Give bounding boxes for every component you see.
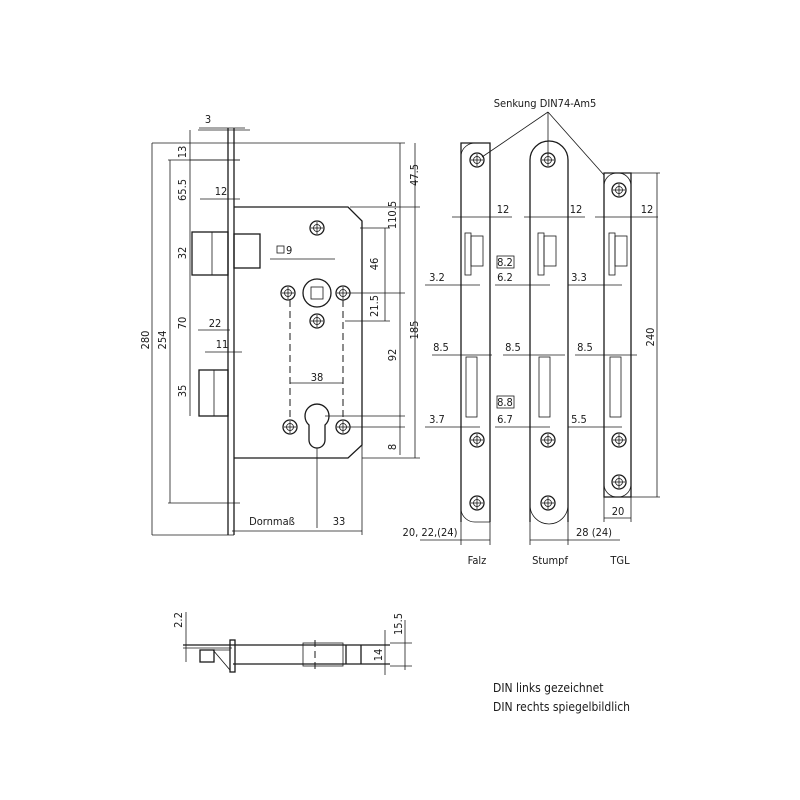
dim-12: 12 xyxy=(215,185,228,198)
side-view: 2.2 15.5 14 xyxy=(172,612,412,675)
dim-70: 70 xyxy=(176,317,189,330)
dim-falz-width: 20, 22,(24) xyxy=(403,526,458,539)
dim-12-stumpf: 12 xyxy=(570,203,583,216)
countersink-label: Senkung DIN74-Am5 xyxy=(494,97,597,110)
dim-35: 35 xyxy=(176,385,189,398)
label-falz: Falz xyxy=(468,554,487,567)
dim-12-falz: 12 xyxy=(497,203,510,216)
dim-110-5: 110.5 xyxy=(386,201,399,229)
spindle-hub xyxy=(302,278,332,308)
dim-5-5: 5.5 xyxy=(571,413,587,426)
dim-3-3: 3.3 xyxy=(571,271,587,284)
dim-8-2-boxed: 8.2 xyxy=(497,256,513,269)
dim-6-7: 6.7 xyxy=(497,413,513,426)
dim-240: 240 xyxy=(644,328,657,347)
dim-9: 9 xyxy=(286,244,292,257)
label-stumpf: Stumpf xyxy=(532,554,568,567)
strike-plates: Senkung DIN74-Am5 12 12 12 8.2 6.2 3.2 3… xyxy=(403,97,660,567)
cylinder-cutout xyxy=(304,403,330,449)
latch-bolt xyxy=(191,231,229,276)
dim-6-2: 6.2 xyxy=(497,271,513,284)
dim-22: 22 xyxy=(209,317,222,330)
label-tgl: TGL xyxy=(609,554,630,567)
dim-3-7: 3.7 xyxy=(429,413,445,426)
dim-8-5-stumpf: 8.5 xyxy=(505,341,521,354)
note-din-right: DIN rechts spiegelbildlich xyxy=(493,700,630,714)
dim-11: 11 xyxy=(216,338,229,351)
dim-65-5: 65.5 xyxy=(176,179,189,201)
dim-46: 46 xyxy=(368,258,381,271)
lock-case xyxy=(234,206,363,459)
dim-14: 14 xyxy=(372,649,385,662)
strike-plate-stumpf xyxy=(529,140,569,522)
dim-280: 280 xyxy=(139,331,152,350)
dim-15-5: 15.5 xyxy=(392,613,405,635)
dim-8-5-tgl: 8.5 xyxy=(577,341,593,354)
dim-12-tgl: 12 xyxy=(641,203,654,216)
dim-13: 13 xyxy=(176,146,189,159)
dim-8-8-boxed: 8.8 xyxy=(497,396,513,409)
dead-bolt xyxy=(198,369,229,417)
dim-3-2: 3.2 xyxy=(429,271,445,284)
square-symbol-icon xyxy=(276,245,285,254)
dim-254: 254 xyxy=(156,331,169,350)
dim-8-5-falz: 8.5 xyxy=(433,341,449,354)
dim-stumpf-width: 28 (24) xyxy=(576,526,612,539)
dim-38: 38 xyxy=(311,371,324,384)
front-view: 3 13 65.5 12 32 70 22 11 35 280 254 9 46… xyxy=(139,113,421,536)
dim-3: 3 xyxy=(205,113,211,126)
spindle-square xyxy=(310,286,324,300)
dim-32: 32 xyxy=(176,247,189,260)
dim-2-2: 2.2 xyxy=(172,612,185,628)
dim-8: 8 xyxy=(386,444,399,450)
dim-33: 33 xyxy=(333,515,346,528)
dim-20: 20 xyxy=(612,505,625,518)
dim-92: 92 xyxy=(386,349,399,362)
strike-plate-tgl xyxy=(603,172,632,498)
dim-21-5: 21.5 xyxy=(368,295,381,317)
dim-47-5: 47.5 xyxy=(408,164,421,186)
strike-plate-falz xyxy=(460,142,491,522)
backset-label: Dornmaß xyxy=(249,515,295,528)
dim-185: 185 xyxy=(408,321,421,340)
note-din-left: DIN links gezeichnet xyxy=(493,681,603,695)
